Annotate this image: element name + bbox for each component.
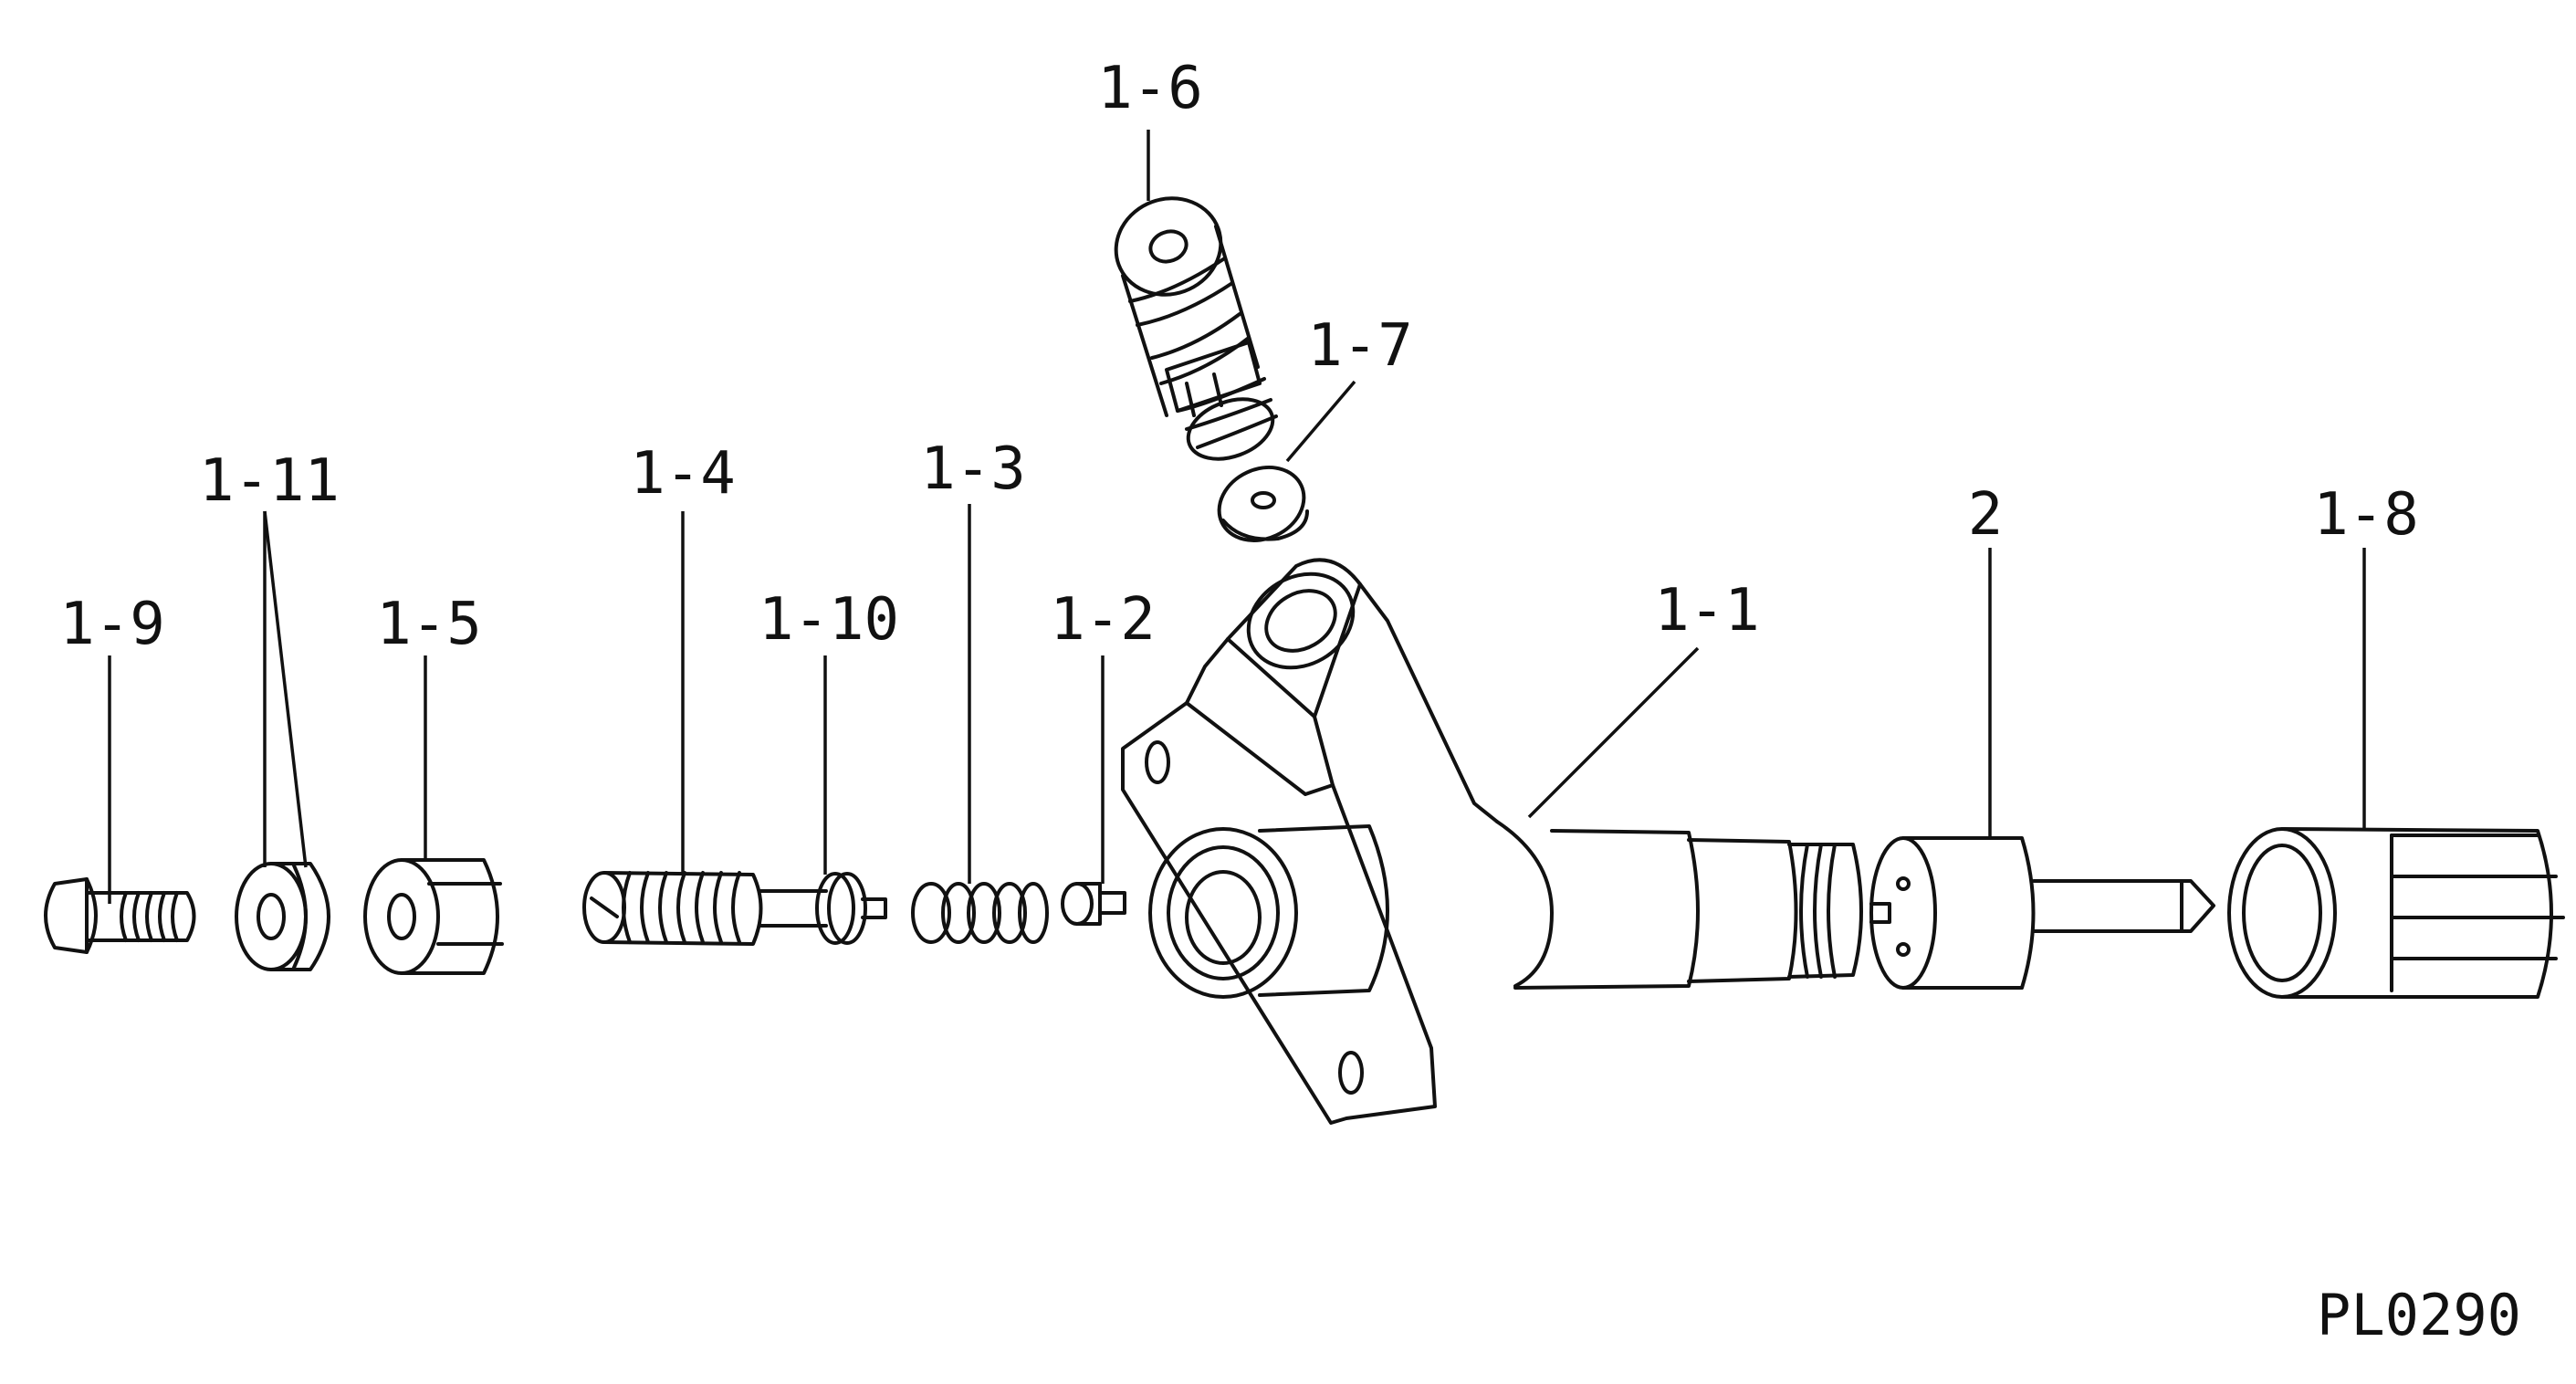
part-1-1-nozzle-holder-body [1121, 558, 1863, 1125]
callout-2: 2 [1968, 481, 2004, 549]
plate-id: PL0290 [2317, 1282, 2521, 1348]
callout-1-8: 1-8 [2313, 481, 2419, 549]
callout-1-10: 1-10 [759, 586, 899, 654]
part-1-6-fitting [1114, 196, 1278, 461]
part-1-11-washers [235, 862, 330, 971]
part-1-5-nut [363, 858, 504, 975]
callout-labels: 1-9 1-11 1-5 1-4 1-10 1-3 1-2 1-6 1-7 1-… [59, 55, 2419, 658]
leader-1-11-b [263, 510, 308, 868]
part-1-9-bolt [44, 877, 196, 954]
part-1-8-retaining-nut [2227, 827, 2565, 999]
part-1-3-spring [911, 882, 1049, 944]
part-1-4-adjusting-screw [582, 871, 887, 946]
leader-lines [108, 130, 2366, 904]
callout-1-2: 1-2 [1050, 586, 1156, 654]
callout-1-4: 1-4 [630, 440, 736, 508]
callout-1-9: 1-9 [59, 591, 165, 658]
callout-1-5: 1-5 [376, 591, 482, 658]
callout-1-7: 1-7 [1307, 312, 1413, 380]
callout-1-1: 1-1 [1654, 577, 1760, 645]
leader-1-7 [1285, 380, 1356, 463]
callout-1-6: 1-6 [1097, 55, 1203, 122]
part-2-nozzle [1869, 836, 2215, 990]
part-1-2-spindle [1061, 882, 1126, 926]
callout-1-3: 1-3 [920, 435, 1026, 503]
part-1-7-gasket [1217, 466, 1309, 542]
leader-1-1 [1527, 646, 1700, 819]
callout-1-11: 1-11 [199, 447, 340, 515]
